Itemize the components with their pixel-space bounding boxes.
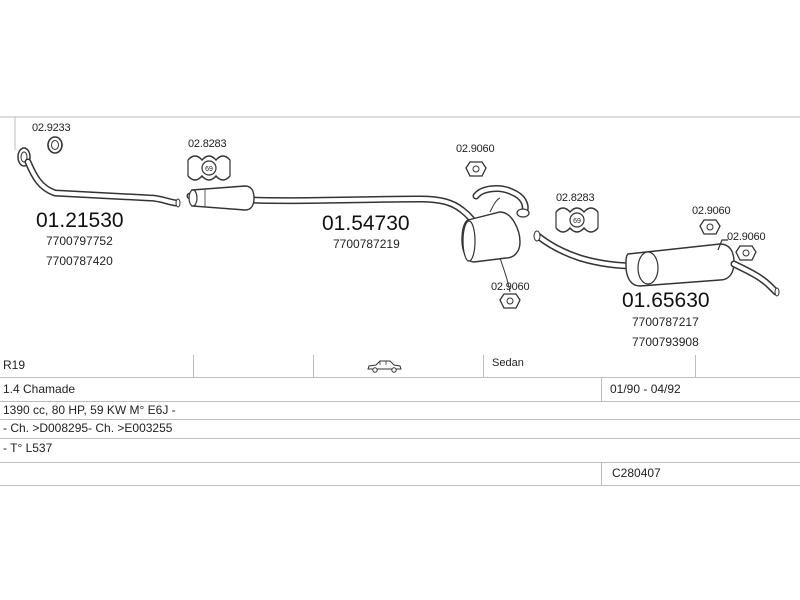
engine-cell: 1390 cc, 80 HP, 59 KW M° E6J -	[3, 403, 176, 417]
front-pipe-part[interactable]	[17, 147, 181, 208]
rear-silencer-ref-1: 7700787217	[632, 315, 699, 329]
rear-silencer-part[interactable]	[533, 230, 780, 297]
hanger-c-part-number: 02.9060	[692, 205, 730, 217]
date-range-cell: 01/90 - 04/92	[610, 382, 681, 396]
hanger-c-part[interactable]	[699, 219, 721, 235]
front-pipe-number: 01.21530	[36, 209, 124, 232]
middle-silencer-part[interactable]	[186, 185, 530, 263]
model-cell: R19	[3, 358, 26, 372]
chassis-cell: - Ch. >D008295- Ch. >E003255	[3, 421, 173, 435]
note-cell: - T° L537	[3, 441, 53, 455]
clamp-b-badge: 69	[573, 218, 581, 225]
table-row-engine: 1390 cc, 80 HP, 59 KW M° E6J -	[0, 401, 800, 420]
clamp-a-badge: 69	[205, 166, 213, 173]
sedan-car-icon	[366, 359, 402, 376]
hanger-b-part-number: 02.9060	[491, 281, 529, 293]
code-cell: C280407	[612, 466, 661, 480]
hanger-d-part[interactable]	[735, 245, 757, 261]
hanger-a-part[interactable]	[465, 161, 487, 177]
table-row-model: R19 Sedan	[0, 355, 800, 378]
hanger-a-part-number: 02.9060	[456, 143, 494, 155]
clamp-b-part[interactable]: 69	[555, 207, 599, 233]
table-row-note: - T° L537	[0, 438, 800, 463]
clamp-a-part-number: 02.8283	[188, 138, 226, 150]
gasket-part-number: 02.9233	[32, 122, 70, 134]
body-type-cell: Sedan	[492, 357, 524, 369]
table-row-variant: 1.4 Chamade 01/90 - 04/92	[0, 377, 800, 402]
rear-silencer-ref-2: 7700793908	[632, 335, 699, 349]
middle-silencer-number: 01.54730	[322, 212, 410, 235]
hanger-d-part-number: 02.9060	[727, 231, 765, 243]
table-row-code: C280407	[0, 462, 800, 486]
clamp-b-part-number: 02.8283	[556, 192, 594, 204]
rear-silencer-number: 01.65630	[622, 289, 710, 312]
gasket-ring-part[interactable]	[47, 136, 63, 154]
table-row-chassis: - Ch. >D008295- Ch. >E003255	[0, 419, 800, 439]
front-pipe-ref-1: 7700797752	[46, 234, 113, 248]
middle-silencer-ref-1: 7700787219	[333, 237, 400, 251]
hanger-b-part[interactable]	[499, 257, 521, 309]
variant-cell: 1.4 Chamade	[3, 382, 76, 396]
clamp-a-part[interactable]: 69	[187, 155, 231, 181]
front-pipe-ref-2: 7700787420	[46, 254, 113, 268]
